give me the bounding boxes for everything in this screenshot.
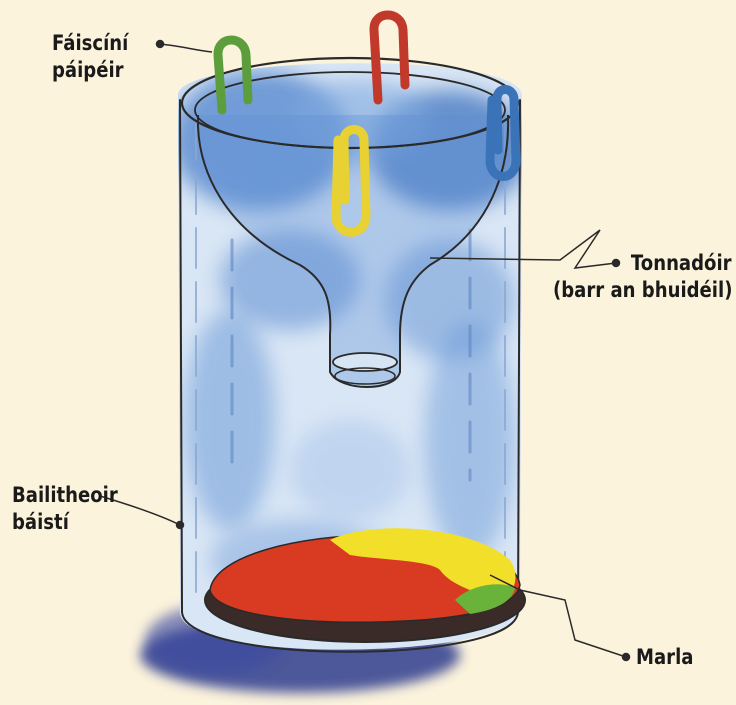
label-funnel: Tonnadóir xyxy=(624,250,732,277)
label-clay-line1: Marla xyxy=(636,644,693,671)
label-funnel-sub: (barr an bhuidéil) xyxy=(553,277,732,304)
label-funnel-line2: (barr an bhuidéil) xyxy=(553,277,732,304)
label-rain-collector: Bailitheoir báistí xyxy=(12,482,118,536)
label-funnel-line1: Tonnadóir xyxy=(624,250,732,277)
label-clay: Marla xyxy=(636,644,693,671)
label-rain-collector-line2: báistí xyxy=(12,509,118,536)
label-paper-clips-line1: Fáiscíní xyxy=(52,30,128,57)
label-rain-collector-line1: Bailitheoir xyxy=(12,482,118,509)
label-paper-clips: Fáiscíní páipéir xyxy=(52,30,128,84)
label-paper-clips-line2: páipéir xyxy=(52,57,128,84)
